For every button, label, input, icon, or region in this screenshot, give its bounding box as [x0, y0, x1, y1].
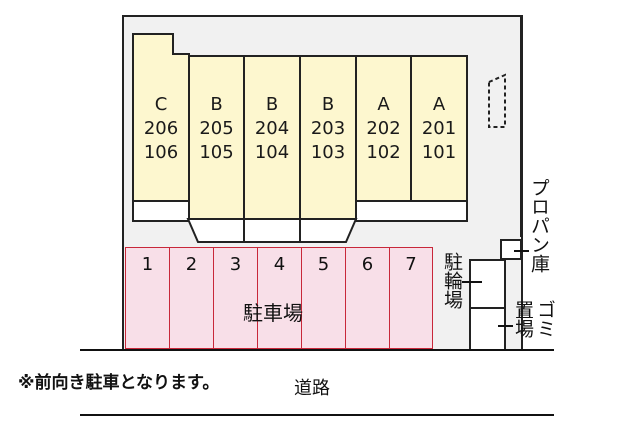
lot-right-edge [520, 15, 522, 237]
balcony-c [132, 200, 190, 222]
unit-upper-number: 201 [421, 118, 457, 139]
road-edge-top [80, 349, 554, 351]
bicycle-parking-label: 駐輪場 [441, 252, 463, 309]
unit-type: A [432, 94, 446, 115]
entrance-canopy [186, 218, 358, 243]
stall-number: 2 [185, 254, 198, 275]
unit-upper-number: 203 [310, 118, 346, 139]
unit-lower-number: 103 [310, 142, 346, 163]
parking-stall-1: 1 [125, 247, 170, 349]
propane-storage-label: プロパン庫 [528, 178, 550, 273]
unit-upper-number: 205 [199, 118, 234, 139]
unit-b-205-105: B 205 105 [188, 55, 245, 220]
unit-c-206-106: C 206 106 [132, 33, 190, 202]
unit-type: B [321, 94, 335, 115]
unit-b-203-103: B 203 103 [299, 55, 357, 220]
unit-type: B [265, 94, 279, 115]
unit-a-201-101: A 201 101 [410, 55, 468, 202]
stall-number: 6 [361, 254, 374, 275]
unit-type: C [154, 94, 168, 115]
stall-number: 5 [317, 254, 330, 275]
parking-stall-2: 2 [169, 247, 214, 349]
unit-lower-number: 104 [254, 142, 290, 163]
bicycle-leader-line [462, 281, 482, 283]
parking-stall-7: 7 [389, 247, 433, 349]
propane-storage-box [500, 239, 522, 260]
unit-b-204-104: B 204 104 [243, 55, 301, 220]
stall-number: 1 [141, 254, 154, 275]
unit-lower-number: 101 [421, 142, 457, 163]
parking-stall-3: 3 [213, 247, 258, 349]
propane-leader-line [514, 250, 529, 252]
parking-note: ※前向き駐車となります。 [18, 373, 220, 393]
unit-type: B [210, 94, 223, 115]
bicycle-parking-structure [469, 259, 506, 350]
unit-a-202-102: A 202 102 [355, 55, 412, 202]
parking-stall-6: 6 [345, 247, 390, 349]
c-notch [172, 33, 190, 55]
unit-type: A [377, 94, 390, 115]
garbage-leader-line [498, 325, 513, 327]
unit-lower-number: 102 [366, 142, 401, 163]
road-label: 道路 [294, 378, 330, 399]
unit-upper-number: 206 [143, 118, 179, 139]
unit-lower-number: 106 [143, 142, 179, 163]
balcony-a [354, 200, 468, 222]
parking-area: 1 2 3 4 5 6 7 駐車場 [125, 247, 433, 349]
unit-lower-number: 105 [199, 142, 234, 163]
divider-line [469, 307, 505, 309]
stall-number: 3 [229, 254, 242, 275]
garbage-area-label-text: ゴミ置場 [512, 300, 556, 338]
garbage-structure [504, 259, 506, 350]
unit-upper-number: 204 [254, 118, 290, 139]
parking-label: 駐車場 [243, 301, 303, 325]
stall-number: 4 [273, 254, 286, 275]
parking-stall-5: 5 [301, 247, 346, 349]
stall-number: 7 [405, 254, 417, 275]
dashed-equipment-outline [488, 73, 506, 128]
parking-stall-4: 4 [257, 247, 302, 349]
road-edge-bottom [80, 414, 554, 416]
unit-upper-number: 202 [366, 118, 401, 139]
